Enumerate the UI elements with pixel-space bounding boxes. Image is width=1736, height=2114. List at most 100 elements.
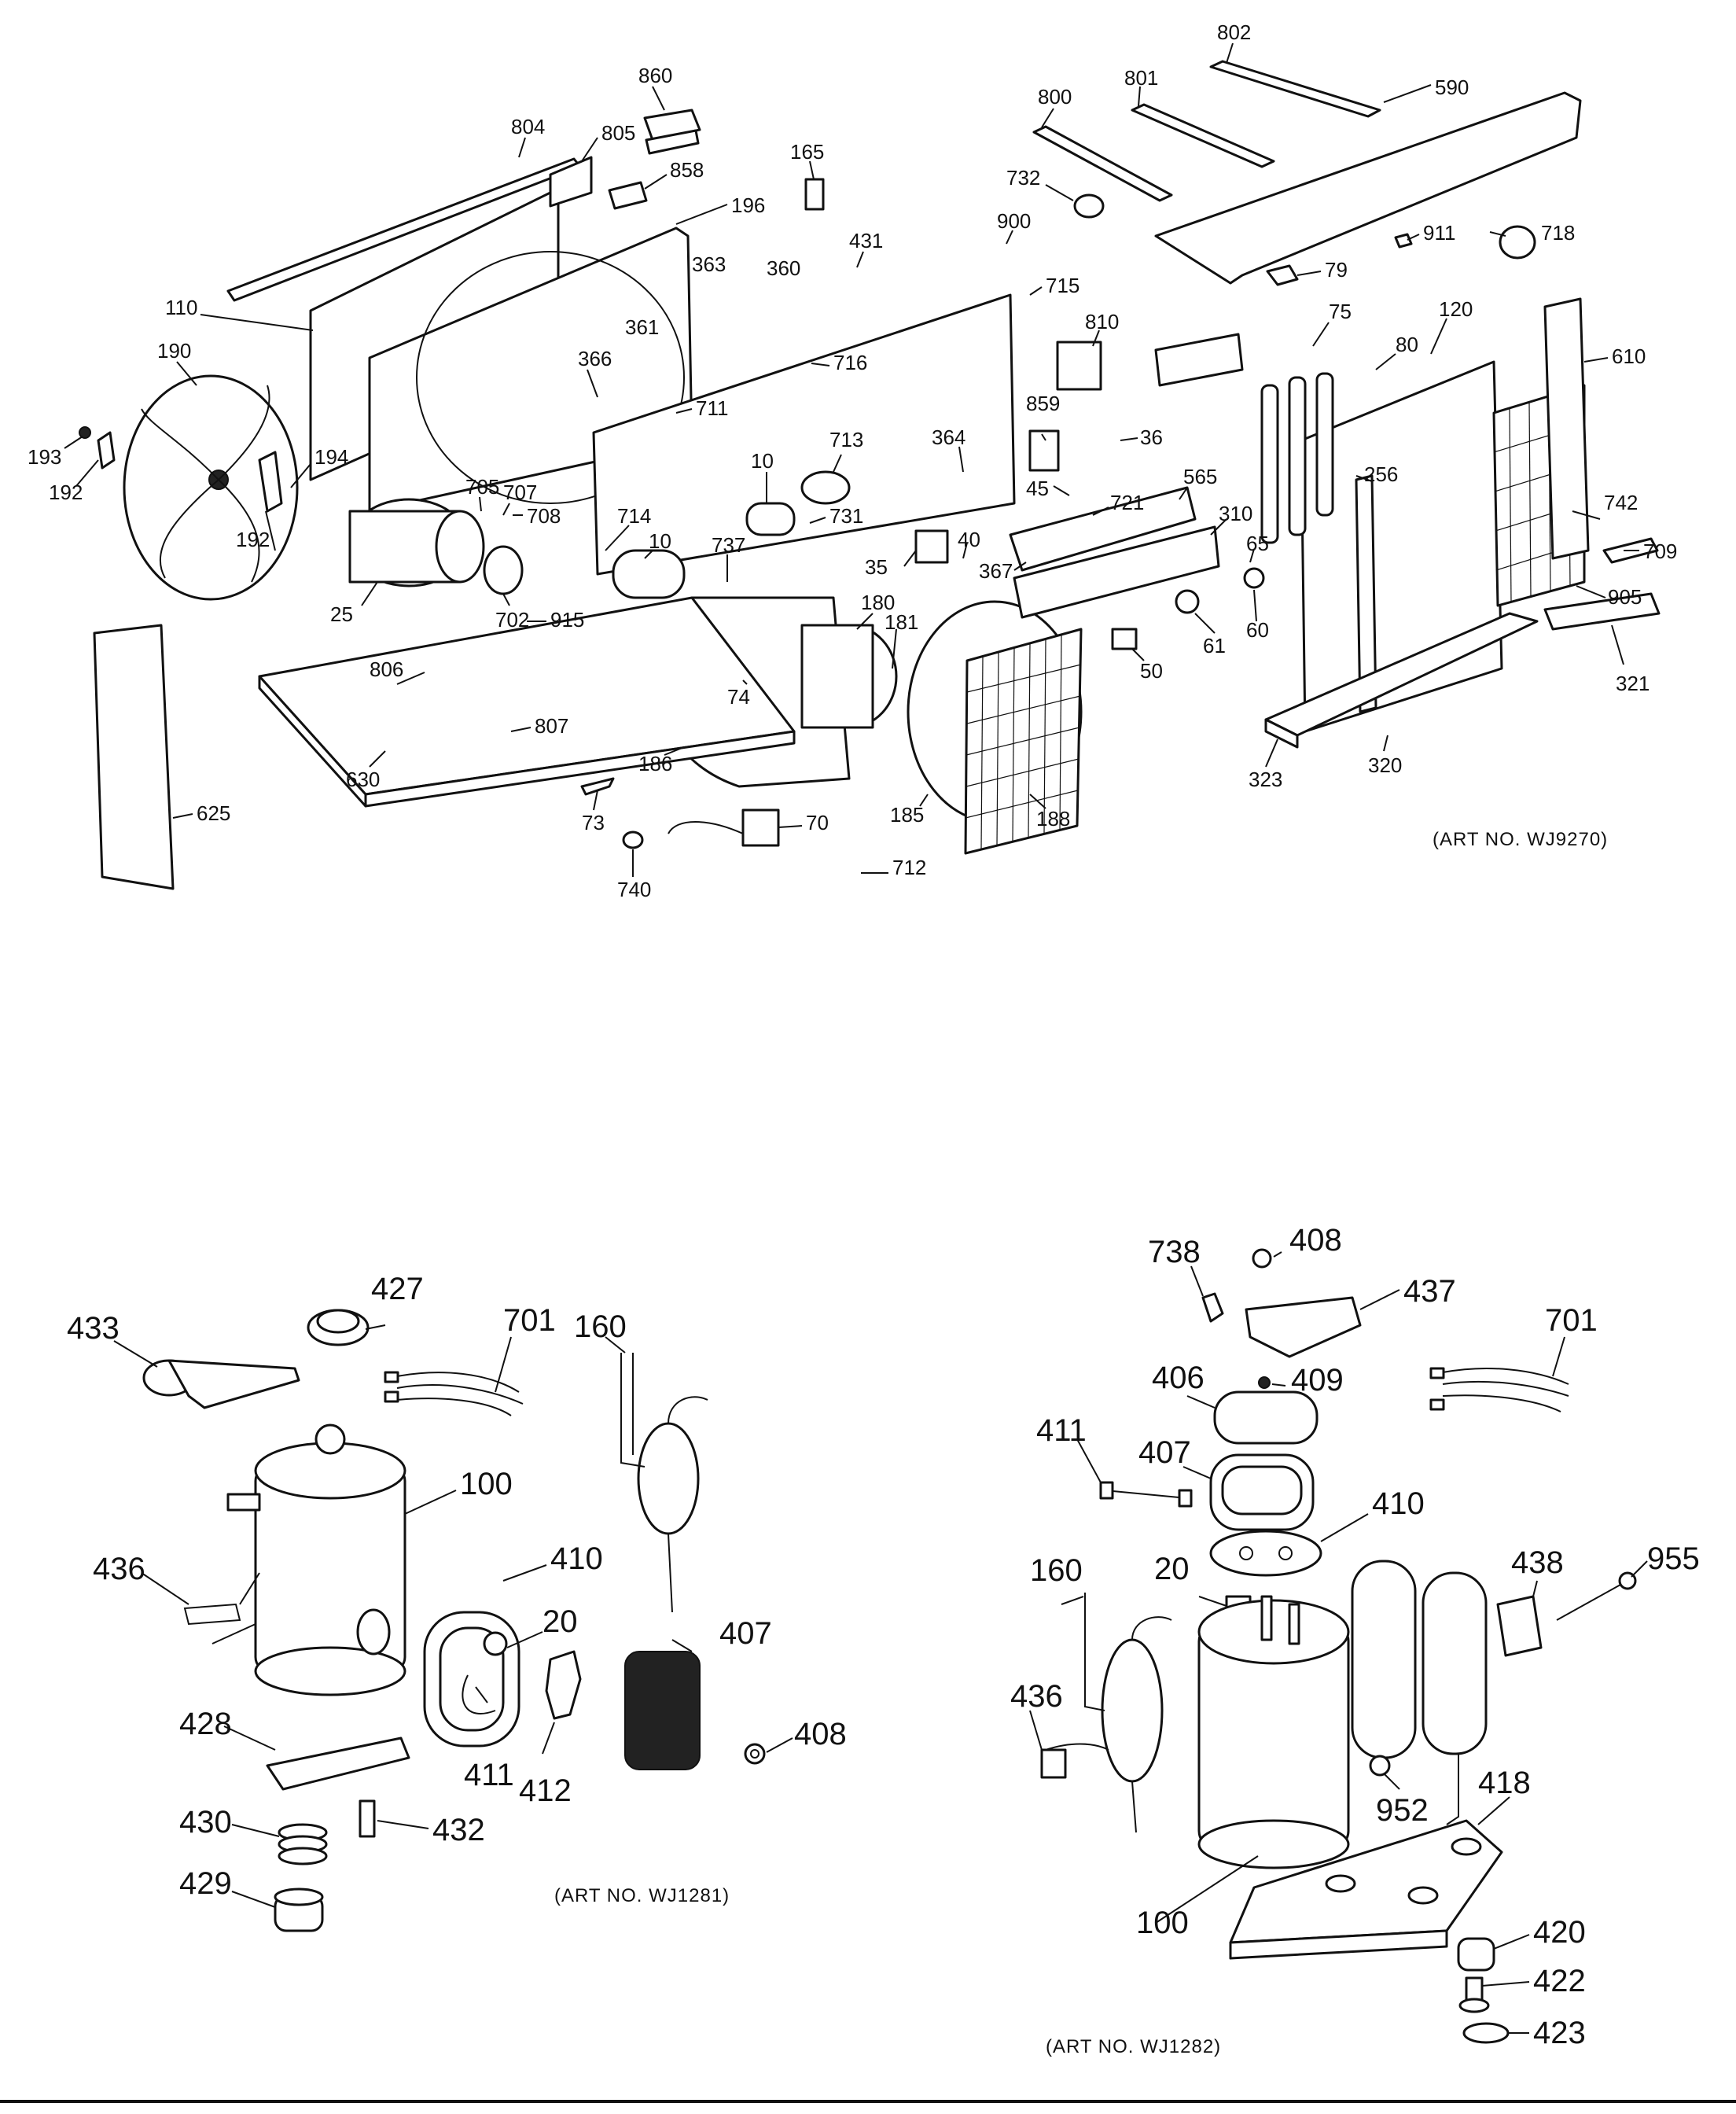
callout-433: 433 — [67, 1311, 120, 1346]
callout-707: 707 — [503, 481, 537, 504]
callout-366: 366 — [578, 347, 612, 370]
callout-712: 712 — [892, 856, 926, 879]
callout-160a: 160 — [574, 1309, 627, 1344]
clip-192b — [258, 451, 283, 513]
callout-20a: 20 — [542, 1604, 578, 1639]
callout-900: 900 — [997, 209, 1031, 233]
switch-35 — [914, 529, 949, 564]
callout-952: 952 — [1376, 1793, 1429, 1828]
callout-409: 409 — [1291, 1363, 1344, 1398]
callout-905: 905 — [1608, 585, 1642, 609]
callout-427: 427 — [371, 1272, 424, 1306]
callout-709: 709 — [1643, 540, 1677, 563]
callout-160b: 160 — [1030, 1553, 1083, 1588]
stud-422 — [1458, 1976, 1490, 2013]
callout-716: 716 — [833, 351, 867, 374]
nut-408b — [1252, 1248, 1272, 1269]
callout-194: 194 — [314, 445, 348, 469]
callout-407a: 407 — [719, 1616, 772, 1651]
callout-310: 310 — [1219, 502, 1252, 525]
part-805 — [549, 156, 593, 208]
callout-367: 367 — [979, 559, 1013, 583]
top-leaders — [64, 42, 1639, 877]
callout-165: 165 — [790, 140, 824, 164]
accumulator-160b — [1084, 1593, 1172, 1833]
cover-407a — [624, 1651, 701, 1770]
callout-802: 802 — [1217, 20, 1251, 44]
gasket-410b — [1209, 1530, 1322, 1577]
part-858 — [608, 181, 648, 210]
callout-429: 429 — [179, 1866, 232, 1901]
callout-60: 60 — [1246, 618, 1269, 642]
callout-80: 80 — [1396, 333, 1418, 356]
callout-406: 406 — [1152, 1361, 1205, 1395]
callout-79: 79 — [1325, 258, 1348, 282]
bottom-left-callouts: 433 427 701 160 100 436 410 20 407 428 4… — [67, 1272, 847, 1901]
callout-100b: 100 — [1136, 1906, 1189, 1940]
callout-73: 73 — [582, 811, 605, 834]
callout-411b: 411 — [1036, 1413, 1087, 1448]
art-number-bottom-right: (ART NO. WJ1282) — [1046, 2036, 1221, 2057]
callout-432: 432 — [432, 1813, 485, 1847]
bracket-436a — [183, 1572, 260, 1626]
plate-428 — [266, 1736, 410, 1791]
rail-801 — [1131, 103, 1275, 168]
callout-801: 801 — [1124, 66, 1158, 90]
grommet-427 — [307, 1309, 370, 1346]
bottom-right-assembly: 738 408 437 701 406 409 411 407 410 160 … — [1010, 1223, 1700, 2057]
part-165 — [804, 178, 825, 211]
stud-432 — [359, 1799, 376, 1838]
part-321 — [1543, 592, 1661, 631]
callout-701b: 701 — [1545, 1303, 1598, 1338]
clip-192a — [97, 431, 116, 470]
callout-807: 807 — [535, 714, 568, 738]
callout-711: 711 — [696, 396, 728, 420]
callout-955: 955 — [1647, 1541, 1700, 1576]
callout-705: 705 — [465, 475, 499, 499]
callout-50: 50 — [1140, 659, 1163, 683]
callout-731: 731 — [829, 504, 863, 528]
callout-800: 800 — [1038, 85, 1072, 109]
callout-860: 860 — [638, 64, 672, 87]
callout-35: 35 — [865, 555, 888, 579]
callout-742: 742 — [1604, 491, 1638, 514]
cover-406 — [1213, 1390, 1319, 1445]
art-number-bottom-left: (ART NO. WJ1281) — [554, 1885, 730, 1906]
callout-702: 702 — [495, 608, 529, 632]
part-50 — [1111, 628, 1138, 650]
callout-718: 718 — [1541, 221, 1575, 245]
nut-408a — [744, 1743, 766, 1765]
callout-100a: 100 — [460, 1467, 513, 1501]
callout-411a: 411 — [464, 1758, 514, 1792]
callout-438: 438 — [1511, 1545, 1564, 1580]
callout-45: 45 — [1026, 477, 1049, 500]
callout-590: 590 — [1435, 76, 1469, 99]
callout-915: 915 — [550, 608, 584, 632]
callout-630: 630 — [346, 768, 380, 791]
plug-70 — [668, 808, 780, 847]
spring-430 — [278, 1823, 328, 1865]
compressor-100b — [1197, 1595, 1350, 1869]
top-callouts: 802 801 800 590 860 804 805 858 165 196 … — [28, 20, 1677, 901]
capacitor-10b — [612, 549, 686, 599]
washer-409 — [1258, 1376, 1271, 1389]
grommet-740 — [622, 830, 644, 849]
bracket-433 — [142, 1359, 300, 1409]
callout-10b: 10 — [649, 529, 671, 553]
callout-738: 738 — [1148, 1235, 1201, 1269]
callout-412: 412 — [519, 1773, 572, 1808]
callout-361: 361 — [625, 315, 659, 339]
capacitor-10a — [745, 502, 796, 536]
callout-70: 70 — [806, 811, 829, 834]
callout-431: 431 — [849, 229, 883, 252]
top-cover-590 — [1154, 91, 1582, 285]
part-860 — [643, 109, 701, 155]
callout-364: 364 — [932, 425, 965, 449]
bracket-436b — [1040, 1743, 1109, 1779]
bolt-955 — [1556, 1571, 1637, 1621]
callout-737: 737 — [712, 533, 745, 557]
control-panel — [592, 293, 1016, 576]
callout-740: 740 — [617, 878, 651, 901]
callout-420: 420 — [1533, 1915, 1586, 1950]
callout-804: 804 — [511, 115, 545, 138]
